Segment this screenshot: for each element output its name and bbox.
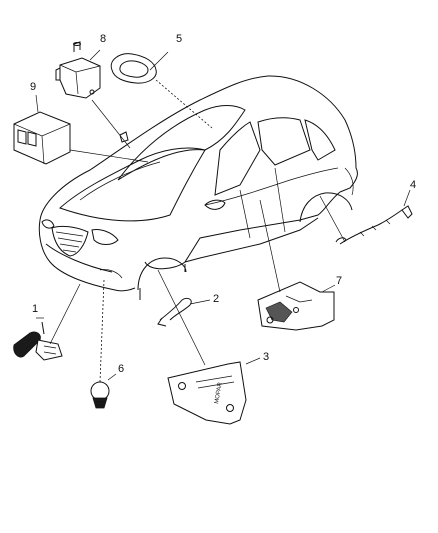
callout-5: 5 xyxy=(176,33,182,45)
callout-4: 4 xyxy=(410,179,416,191)
callout-9: 9 xyxy=(30,81,36,93)
part-1-key-fob xyxy=(13,321,63,361)
callout-8: 8 xyxy=(100,33,106,45)
callout-1: 1 xyxy=(32,303,38,315)
callout-labels: 1 2 3 4 5 6 7 8 9 xyxy=(30,33,416,375)
part-label-text: MOPAR xyxy=(214,381,224,404)
leader-lines xyxy=(35,49,411,383)
callout-7: 7 xyxy=(336,275,342,287)
part-7-bracket xyxy=(257,281,335,331)
part-5-gasket xyxy=(110,53,157,84)
part-9-module xyxy=(13,111,71,165)
part-3-label-plate: MOPAR xyxy=(167,361,247,425)
part-8-sensor xyxy=(55,41,101,99)
callout-6: 6 xyxy=(118,363,124,375)
part-4-harness xyxy=(335,205,413,245)
part-6-bulb xyxy=(90,381,110,409)
callout-3: 3 xyxy=(263,351,269,363)
callout-2: 2 xyxy=(213,293,219,305)
vehicle-body xyxy=(38,75,358,300)
part-2-clip xyxy=(157,297,192,327)
